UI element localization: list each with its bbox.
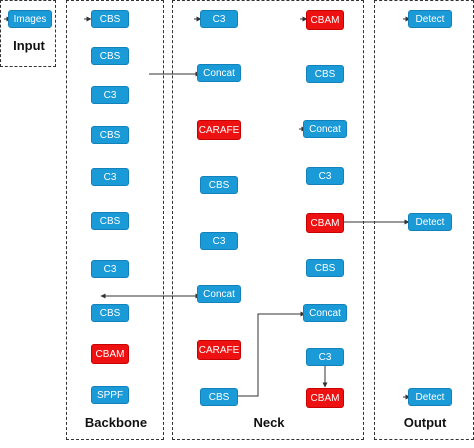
- backbone-node-c3: C3: [91, 168, 129, 186]
- neck_right-node-concat: Concat: [303, 120, 347, 138]
- backbone-node-c3: C3: [91, 260, 129, 278]
- backbone-node-cbs: CBS: [91, 10, 129, 28]
- backbone-node-cbam: CBAM: [91, 344, 129, 364]
- neck_left-node-concat: Concat: [197, 64, 241, 82]
- neck_right-node-cbs: CBS: [306, 259, 344, 277]
- backbone-node-cbs: CBS: [91, 126, 129, 144]
- output-panel-title: Output: [403, 415, 447, 430]
- neck_right-node-c3: C3: [306, 348, 344, 366]
- backbone-node-c3: C3: [91, 86, 129, 104]
- neck_left-node-c3: C3: [200, 232, 238, 250]
- backbone-node-cbs: CBS: [91, 47, 129, 65]
- neck_right-node-c3: C3: [306, 167, 344, 185]
- backbone-node-sppf: SPPF: [91, 386, 129, 404]
- backbone-node-cbs: CBS: [91, 304, 129, 322]
- neck_right-node-concat: Concat: [303, 304, 347, 322]
- input-panel-title: Input: [13, 38, 45, 53]
- output-node-detect: Detect: [408, 213, 452, 231]
- neck_right-node-cbam: CBAM: [306, 388, 344, 408]
- neck_right-node-cbam: CBAM: [306, 10, 344, 30]
- neck_left-node-carafe: CARAFE: [197, 120, 241, 140]
- output-node-detect: Detect: [408, 10, 452, 28]
- neck_left-node-cbs: CBS: [200, 176, 238, 194]
- neck_left-node-cbs: CBS: [200, 388, 238, 406]
- backbone-panel: Backbone: [66, 0, 164, 440]
- neck-panel: Neck: [172, 0, 364, 440]
- neck-panel-title: Neck: [253, 415, 285, 430]
- neck_left-node-concat: Concat: [197, 285, 241, 303]
- neck_right-node-cbs: CBS: [306, 65, 344, 83]
- neck_right-node-cbam: CBAM: [306, 213, 344, 233]
- output-node-detect: Detect: [408, 388, 452, 406]
- input-panel: Input: [0, 0, 56, 67]
- backbone-node-cbs: CBS: [91, 212, 129, 230]
- neck_left-node-carafe: CARAFE: [197, 340, 241, 360]
- backbone-panel-title: Backbone: [84, 415, 148, 430]
- neck_left-node-c3: C3: [200, 10, 238, 28]
- input-node-images: Images: [8, 10, 52, 28]
